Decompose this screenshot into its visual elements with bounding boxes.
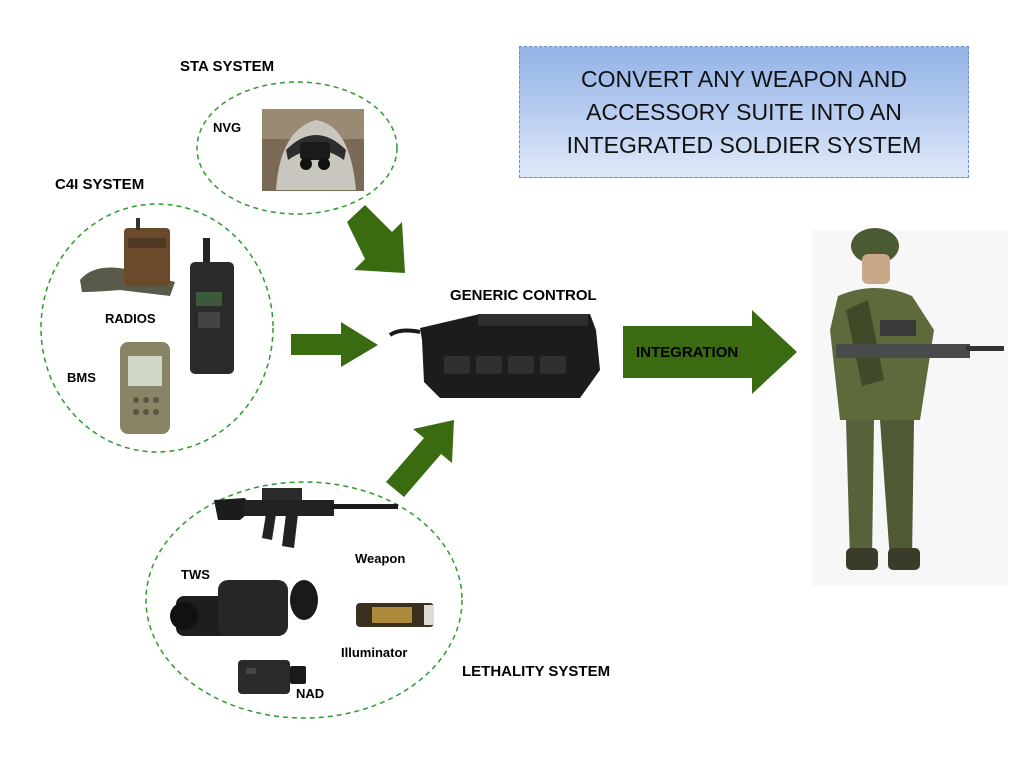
arrow-c4i-to-control — [291, 322, 378, 367]
nad-label: NAD — [296, 686, 325, 701]
integration-arrow — [623, 310, 797, 394]
lethality-system-title: LETHALITY SYSTEM — [462, 663, 611, 680]
tws-label: TWS — [181, 567, 210, 582]
generic-control-grip-image — [388, 314, 600, 398]
bms-device-image — [120, 342, 170, 434]
callout-line-3: INTEGRATED SOLDIER SYSTEM — [566, 131, 922, 158]
c4i-system-title: C4I SYSTEM — [55, 176, 145, 193]
radios-label: RADIOS — [105, 311, 156, 326]
callout-box: CONVERT ANY WEAPON AND ACCESSORY SUITE I… — [519, 46, 969, 178]
illuminator-label: Illuminator — [341, 645, 408, 660]
callout-line-2: ACCESSORY SUITE INTO AN — [586, 98, 902, 125]
sta-system-title: STA SYSTEM — [180, 58, 275, 75]
lethality-system-ellipse — [145, 481, 463, 719]
rifle-image — [214, 488, 398, 548]
nvg-label: NVG — [213, 120, 242, 135]
integration-label: INTEGRATION — [636, 344, 739, 361]
generic-control-title: GENERIC CONTROL — [450, 287, 597, 304]
arrow-lethality-to-control — [386, 420, 454, 497]
weapon-label: Weapon — [355, 551, 406, 566]
thermal-scope-image — [170, 580, 318, 636]
arrow-sta-to-control — [347, 205, 405, 273]
bms-label: BMS — [67, 370, 96, 385]
handheld-radio-image — [190, 238, 234, 374]
nvg-helmet-image — [262, 109, 364, 191]
soldier-image — [812, 228, 1008, 586]
c4i-system-ellipse — [40, 203, 274, 453]
callout-line-1: CONVERT ANY WEAPON AND — [581, 65, 907, 92]
nad-device-image — [238, 660, 306, 694]
sta-system-ellipse — [196, 81, 398, 215]
illuminator-image — [356, 603, 434, 627]
radio-device-image — [80, 218, 175, 296]
